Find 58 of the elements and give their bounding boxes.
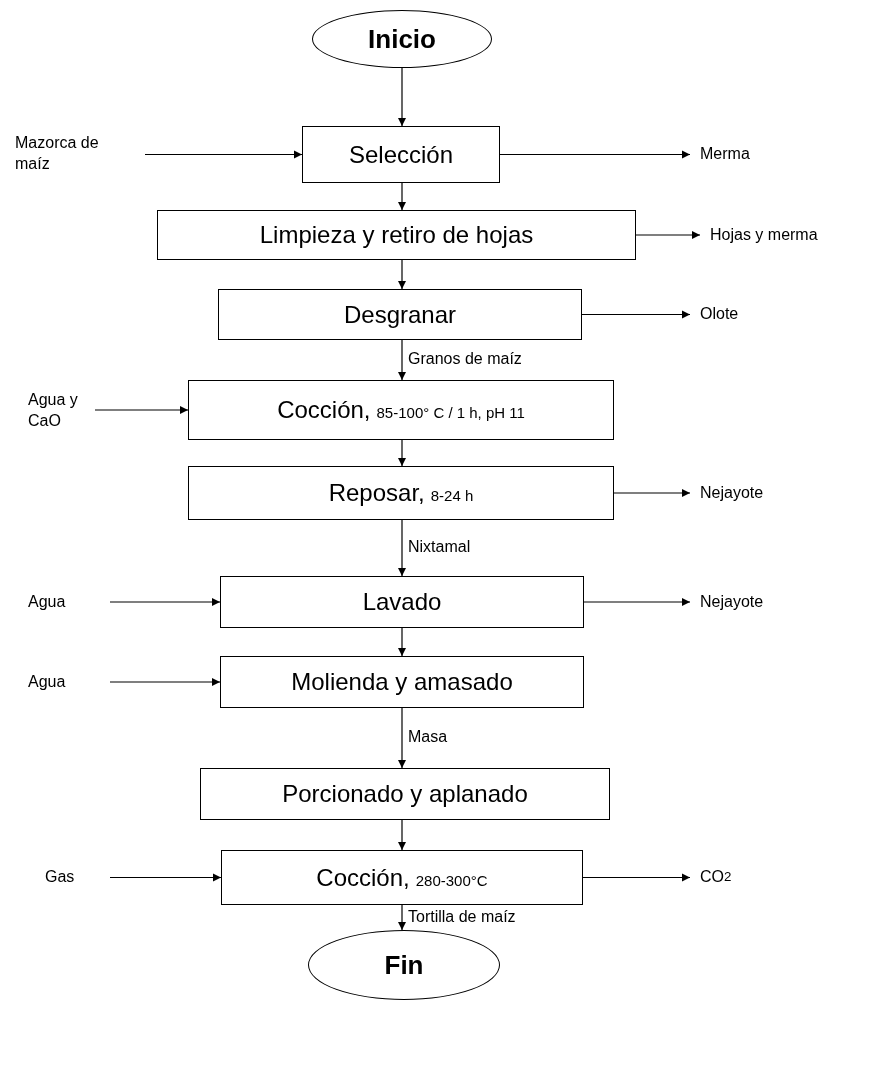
process-box (157, 210, 636, 260)
arrow (397, 339, 407, 381)
arrow (109, 873, 222, 882)
input-label: Mazorca de maíz (15, 128, 145, 180)
step-label: Lavado (362, 588, 442, 616)
step-label: Selección (348, 140, 454, 169)
step-condition: 280-300°C (415, 870, 488, 889)
arrow (94, 405, 189, 415)
arrow (397, 519, 407, 577)
arrow (582, 873, 691, 882)
terminal-label: Inicio (368, 23, 436, 55)
step-label: Desgranar (343, 300, 457, 329)
arrow (397, 259, 407, 290)
output-label: Nejayote (690, 588, 810, 616)
arrow (581, 310, 691, 319)
step-label: Limpieza y retiro de hojas (259, 221, 534, 249)
process-box (188, 466, 614, 520)
output-label: Olote (690, 300, 780, 328)
input-label: Agua (28, 668, 110, 696)
process-box (220, 656, 584, 708)
arrow (635, 230, 701, 240)
step-label: Reposar, (328, 479, 425, 507)
edge-label: Nixtamal (408, 538, 471, 556)
step-label: Cocción, (316, 863, 410, 892)
arrow (109, 597, 221, 607)
arrow (397, 439, 407, 467)
step-label: Porcionado y aplanado (282, 780, 528, 808)
output-label: Nejayote (690, 479, 810, 507)
step-condition: 85-100° C / 1 h, pH 11 (376, 403, 525, 421)
output-label: Merma (690, 140, 800, 168)
arrow (613, 488, 691, 498)
arrow (397, 707, 407, 769)
arrow (109, 677, 221, 687)
step-label: Molienda y amasado (291, 668, 513, 696)
process-box (302, 126, 500, 183)
arrow (397, 627, 407, 657)
process-box (218, 289, 582, 340)
output-label: Hojas y merma (700, 221, 860, 249)
edge-label: Granos de maíz (408, 350, 522, 368)
arrow (144, 150, 303, 159)
input-label: Gas (45, 863, 110, 891)
process-box (188, 380, 614, 440)
edge-label: Masa (408, 728, 448, 746)
step-condition: 8-24 h (430, 486, 474, 504)
arrow (397, 182, 407, 211)
process-box (200, 768, 610, 820)
process-box (220, 576, 584, 628)
arrow (499, 150, 691, 159)
input-label: Agua y CaO (28, 386, 95, 436)
arrow (397, 819, 407, 851)
edge-label: Tortilla de maíz (408, 907, 516, 926)
arrow (397, 904, 407, 931)
step-label: Cocción, (277, 396, 371, 424)
terminal-label: Fin (384, 949, 424, 981)
input-label: Agua (28, 588, 110, 616)
process-box (221, 850, 583, 905)
arrow (583, 597, 691, 607)
arrow (397, 67, 407, 127)
